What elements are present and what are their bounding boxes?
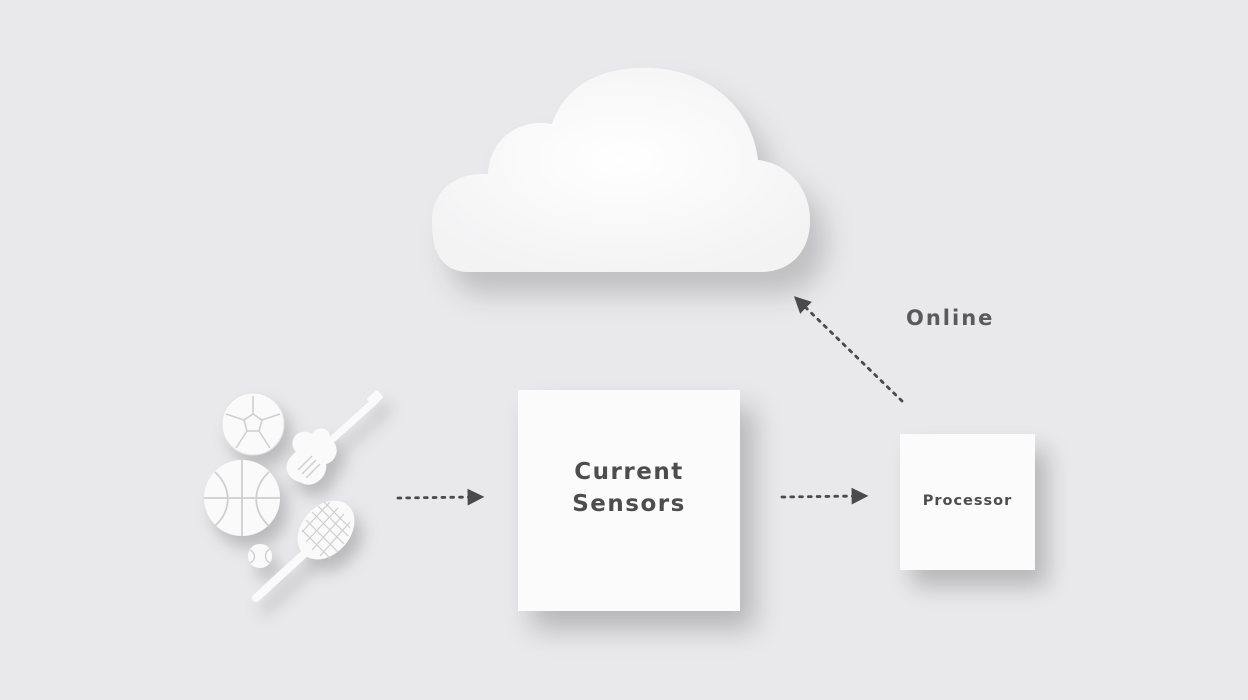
online-edge-label: Online [906, 306, 995, 330]
basketball-icon [204, 460, 280, 536]
processor-node: Processor [900, 434, 1035, 570]
arrow-sensors-to-processor [780, 487, 869, 505]
soccer-ball-icon [221, 392, 285, 456]
current-sensors-node: Current Sensors [518, 390, 740, 611]
current-sensors-label-line2: Sensors [572, 490, 686, 517]
current-sensors-label-line1: Current [574, 458, 684, 485]
cloud-icon [432, 67, 810, 272]
tennis-ball-icon [248, 544, 272, 568]
current-sensors-label: Current Sensors [572, 456, 686, 546]
arrow-processor-to-cloud [793, 296, 904, 403]
processor-label: Processor [922, 493, 1013, 509]
hobby-icons-cluster [204, 390, 383, 602]
tennis-racket-icon [252, 500, 355, 602]
guitar-icon [286, 390, 383, 485]
arrow-hobbies-to-sensors [396, 488, 485, 506]
